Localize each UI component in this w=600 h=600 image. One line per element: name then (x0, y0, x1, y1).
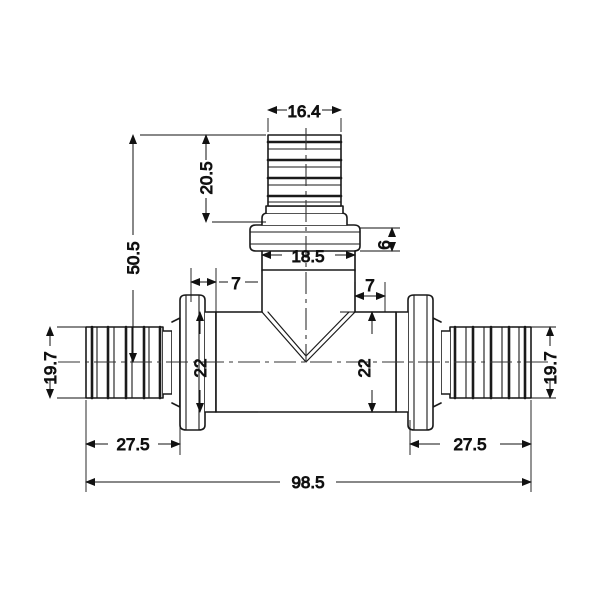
top-branch-assembly (249, 134, 361, 271)
branch-intersection-lines (261, 311, 356, 363)
dim-right-body-diameter: 22 (340, 311, 396, 413)
dim-left-barb-length: 27.5 (85, 318, 181, 455)
dim-label-right-barb-length: 27.5 (453, 435, 486, 454)
dim-label-top-port-diameter: 16.4 (287, 102, 320, 121)
top-barb-body (267, 134, 342, 207)
dim-overall-height: 50.5 (124, 134, 266, 363)
dim-label-right-body-diameter: 22 (355, 359, 374, 378)
dim-top-port-diameter: 16.4 (267, 102, 342, 132)
dimension-annotations: 16.4 20.5 50.5 18.5 (41, 102, 561, 493)
dim-label-left-body-diameter: 22 (191, 359, 210, 378)
dim-right-barb-length: 27.5 (409, 400, 532, 455)
dim-label-right-barb-diameter: 19.7 (541, 351, 560, 384)
dim-label-right-wall-thickness: 7 (365, 276, 374, 295)
dim-label-left-wall-thickness: 7 (231, 274, 240, 293)
dim-label-overall-length: 98.5 (291, 473, 324, 492)
dim-overall-length: 98.5 (85, 455, 532, 493)
dim-top-port-height: 20.5 (197, 134, 266, 223)
tee-fitting-part (85, 134, 532, 431)
top-collar-step (265, 205, 344, 214)
dim-right-barb-diameter: 19.7 (512, 326, 561, 399)
centerlines (58, 128, 548, 363)
dim-left-body-diameter: 22 (191, 311, 258, 413)
dim-left-wall-thickness: 7 (190, 268, 258, 312)
dim-right-wall-thickness: 7 (354, 276, 386, 312)
dim-label-left-barb-diameter: 19.7 (41, 351, 60, 384)
dim-collar-diameter: 18.5 (261, 247, 356, 272)
top-barb-ribs (266, 140, 343, 198)
dim-label-collar-diameter: 18.5 (291, 247, 324, 266)
dim-flange-thickness: 6 (360, 227, 400, 252)
dim-label-overall-height: 50.5 (124, 241, 143, 274)
top-barb-rib-faces (267, 148, 342, 203)
dim-label-flange-thickness: 6 (375, 240, 394, 249)
dim-label-top-port-height: 20.5 (197, 161, 216, 194)
top-collar (261, 212, 348, 226)
dim-label-left-barb-length: 27.5 (116, 435, 149, 454)
dim-left-barb-diameter: 19.7 (41, 326, 95, 399)
